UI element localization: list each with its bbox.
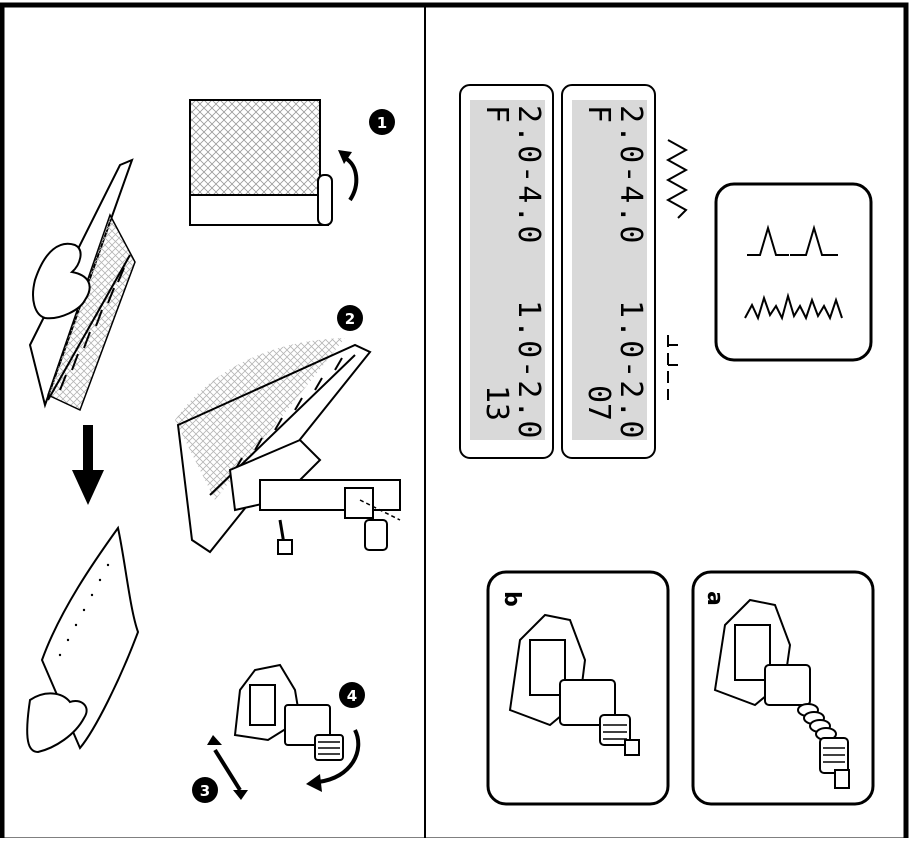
panel-a: a: [693, 572, 873, 804]
dashed-line-icon: [668, 335, 678, 400]
lcd-bottom-line3: 1.0-2.0: [613, 300, 648, 440]
curved-arrow-icon: [345, 158, 356, 200]
panel-b: b: [488, 572, 668, 804]
step-number-4: 4: [347, 687, 357, 705]
lcd-bottom-line4: 07: [581, 385, 616, 421]
panel-b-label: b: [499, 591, 524, 607]
step1-illustration: 1: [190, 100, 395, 225]
step-number-2: 2: [345, 310, 355, 328]
step2-illustration: 2: [175, 305, 400, 554]
arrow-down-icon: [72, 425, 104, 505]
lcd-bottom-line2: F: [581, 105, 616, 123]
lcd-top-line3: 1.0-2.0: [511, 300, 546, 440]
step-number-3: 3: [200, 782, 210, 800]
panel-a-label: a: [702, 591, 727, 606]
lcd-bottom-line1: 2.0-4.0: [613, 105, 648, 245]
lcd-display-top: 2.0-4.0 1.0-2.0 F 13: [460, 85, 553, 458]
zigzag-icon: [668, 140, 686, 218]
lcd-top-line1: 2.0-4.0: [511, 105, 546, 245]
lcd-top-line2: F: [479, 105, 514, 123]
step-number-1: 1: [377, 114, 387, 132]
step34-illustration: 4 3: [192, 665, 365, 803]
fabric-sheet-illustration: [27, 528, 138, 752]
lcd-display-bottom: 2.0-4.0 1.0-2.0 F 07: [562, 85, 655, 458]
stitch-pattern-box: [716, 184, 871, 360]
hand-fabric-illustration: [30, 160, 135, 410]
lcd-top-line4: 13: [479, 385, 514, 421]
